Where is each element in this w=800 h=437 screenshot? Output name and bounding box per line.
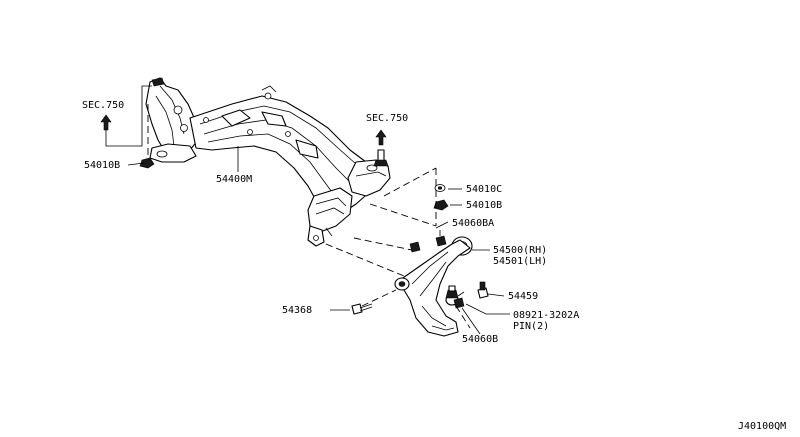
callout-54010b-right: 54010B [466, 200, 502, 211]
diagram-code: J40100QM [738, 421, 786, 432]
callout-54459: 54459 [508, 291, 538, 302]
callout-54500-rh: 54500(RH) [493, 245, 547, 256]
callout-54060ba: 54060BA [452, 218, 494, 229]
callout-pin-2: PIN(2) [513, 321, 549, 332]
callout-54501-lh: 54501(LH) [493, 256, 547, 267]
transverse-link-drawing [394, 230, 473, 337]
nut-54010b-left [139, 157, 155, 169]
suspension-member-drawing [145, 77, 391, 247]
callout-54010b-left: 54010B [84, 160, 120, 171]
callout-54060b: 54060B [462, 334, 498, 345]
callout-08921-3202a: 08921-3202A [513, 310, 579, 321]
callout-labels: SEC.750 SEC.750 54010B 54400M 54010C 540… [82, 100, 786, 432]
sec-ref-right-label: SEC.750 [366, 113, 408, 124]
assembly-dashed-lines [147, 104, 471, 329]
leader-lines [127, 146, 510, 335]
fasteners-drawing [139, 157, 489, 315]
callout-54010c: 54010C [466, 184, 502, 195]
section-ref-arrows [100, 85, 387, 147]
callout-54368: 54368 [282, 305, 312, 316]
sec-ref-left-label: SEC.750 [82, 100, 124, 111]
callout-54400m: 54400M [216, 174, 252, 185]
